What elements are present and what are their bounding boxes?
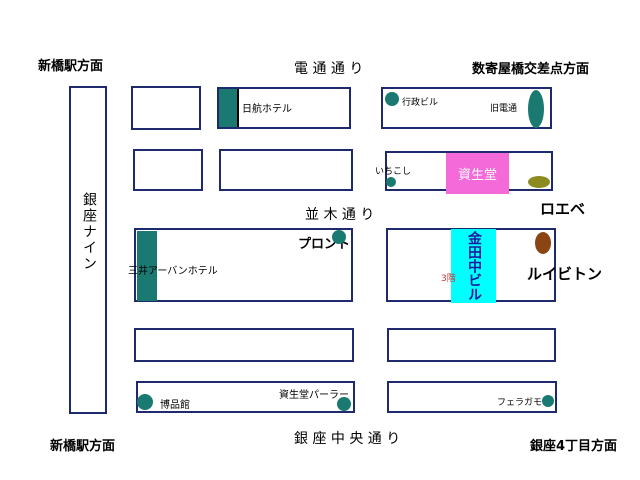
block-gyosei <box>381 87 552 129</box>
ferragamo-dot <box>542 395 554 407</box>
building-ginza-nine: 銀座ナイン <box>69 86 107 414</box>
shiseido-parlour-label: 資生堂パーラー <box>279 390 349 401</box>
louis-vuitton-label: ルイビトン <box>527 265 603 283</box>
pronto-dot <box>332 230 346 244</box>
block-r4-a <box>134 328 354 362</box>
block-r2-a <box>133 149 203 191</box>
direction-label-shinbashi-bottom: 新橋駅方面 <box>50 439 116 454</box>
shiseido-label: 資生堂 <box>457 168 497 183</box>
louis-vuitton-marker <box>535 232 551 254</box>
direction-label-sukiyabashi: 数寄屋橋交差点方面 <box>472 62 590 77</box>
nikko-hotel-label: 日航ホテル <box>242 104 292 115</box>
shiseido-building: 資生堂 <box>446 153 509 194</box>
block-r1-a <box>131 86 201 130</box>
kanetanaka-building: 金田中ビル <box>451 229 496 303</box>
mitsui-urban-marker <box>137 231 157 301</box>
kanetanaka-floor: 3階 <box>441 274 456 284</box>
direction-label-ginza4: 銀座4丁目方面 <box>530 439 618 454</box>
mitsui-urban-label: 三井アーバンホテル <box>128 266 218 277</box>
ichikoshi-dot <box>386 177 396 187</box>
street-ginza-chuo-dori: 銀 座 中 央 通 り <box>294 431 401 447</box>
block-ferragamo <box>387 381 557 413</box>
roebe-label: ロエベ <box>540 200 586 218</box>
gyosei-bldg-label: 行政ビル <box>402 98 439 108</box>
hakuhinkan-label: 博品館 <box>160 400 190 411</box>
block-r4-b <box>387 328 556 362</box>
kyu-dentsu-marker <box>528 90 544 128</box>
hakuhinkan-dot <box>137 394 153 410</box>
kyu-dentsu-label: 旧電通 <box>490 104 518 114</box>
gyosei-bldg-dot <box>385 92 399 106</box>
block-mitsui-urban <box>134 228 353 302</box>
shiseido-parlour-dot <box>337 397 351 411</box>
block-r2-b <box>219 149 353 191</box>
building-ginza-nine-label: 銀座ナイン <box>81 192 97 272</box>
block-hakuhinkan <box>136 381 355 413</box>
street-dentsu-dori: 電 通 通 り <box>294 61 364 77</box>
direction-label-shinbashi-top: 新橋駅方面 <box>38 59 104 74</box>
street-namiki-dori: 並 木 通 り <box>305 207 375 223</box>
roebe-marker <box>528 176 550 188</box>
nikko-hotel-marker <box>219 89 239 127</box>
ferragamo-label: フェラガモ <box>497 398 543 408</box>
ichikoshi-label: いちこし <box>375 167 412 177</box>
building-nikko-hotel: 日航ホテル <box>217 87 351 129</box>
kanetanaka-label: 金田中ビル <box>466 231 482 301</box>
